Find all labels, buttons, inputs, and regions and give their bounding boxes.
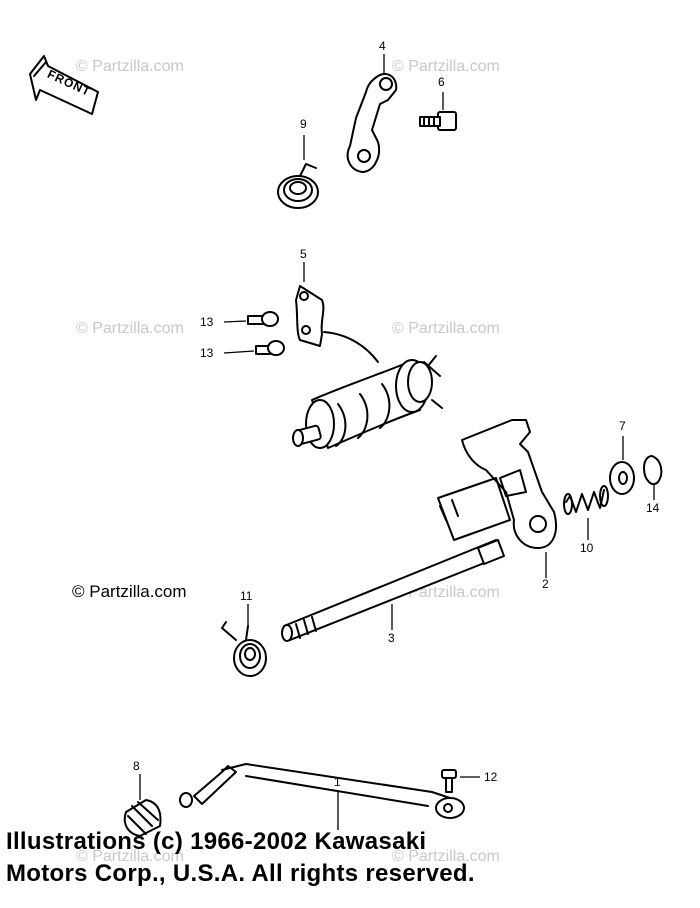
part-10-spring — [563, 485, 609, 515]
callout-10: 10 — [580, 541, 594, 555]
copyright-notice: Illustrations (c) 1966-2002 Kawasaki Mot… — [6, 826, 475, 890]
part-7-washer — [609, 461, 635, 495]
watermark: © Partzilla.com — [392, 58, 500, 75]
watermark: © Partzilla.com — [76, 58, 184, 75]
part-13-screw — [247, 311, 279, 327]
part-12-bolt — [441, 769, 457, 793]
callout-13: 13 — [200, 346, 214, 360]
part-6-bolt — [419, 111, 457, 131]
leader-line — [223, 320, 247, 323]
callout-13: 13 — [200, 315, 214, 329]
callout-14: 14 — [646, 501, 660, 515]
partzilla-credit: © Partzilla.com — [72, 582, 187, 601]
leader-line — [223, 350, 255, 354]
part-5-stopper-plate — [295, 285, 379, 363]
part-8-shift-pedal-rubber — [123, 799, 162, 837]
copyright-line-2: Motors Corp., U.S.A. All rights reserved… — [6, 860, 475, 887]
part-4-shift-arm — [346, 72, 398, 173]
callout-6: 6 — [438, 75, 445, 89]
callout-2: 2 — [542, 577, 549, 591]
part-9-spring — [277, 163, 319, 209]
callout-1: 1 — [334, 775, 341, 789]
part-14-circlip — [643, 455, 663, 486]
callout-9: 9 — [300, 117, 307, 131]
part-13-screw — [255, 340, 285, 356]
part-3-shift-shaft — [281, 539, 505, 642]
callout-4: 4 — [379, 39, 386, 53]
callout-3: 3 — [388, 631, 395, 645]
watermark: © Partzilla.com — [76, 320, 184, 337]
part-2-shift-mechanism-arm — [437, 419, 557, 549]
part-11-return-spring — [221, 621, 267, 677]
front-direction-arrow — [29, 55, 99, 115]
callout-5: 5 — [300, 247, 307, 261]
callout-11: 11 — [240, 589, 253, 603]
watermark: © Partzilla.com — [392, 848, 500, 865]
part-1-shift-pedal — [179, 763, 465, 819]
copyright-line-1: Illustrations (c) 1966-2002 Kawasaki — [6, 828, 427, 855]
callout-12: 12 — [484, 770, 498, 784]
watermark: © Partzilla.com — [392, 320, 500, 337]
shift-drum — [292, 355, 443, 449]
callout-7: 7 — [619, 419, 626, 433]
watermark: © Partzilla.com — [76, 848, 184, 865]
callout-8: 8 — [133, 759, 140, 773]
